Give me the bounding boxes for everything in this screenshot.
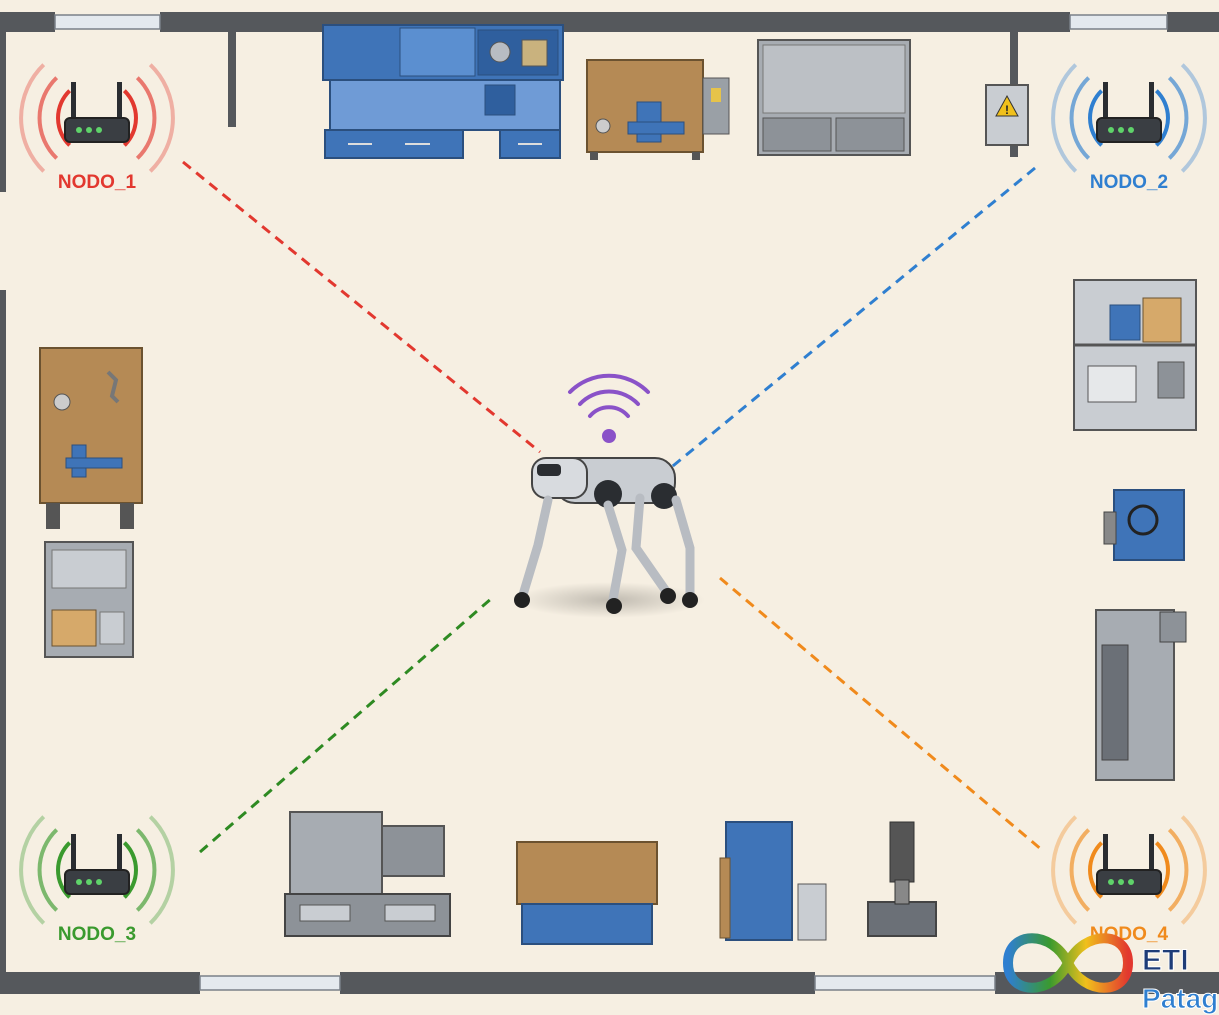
router-icon [1096,834,1162,895]
node-label-2: NODO_2 [1090,172,1168,193]
signal-arc [148,63,175,173]
shelf-right [1073,279,1197,431]
shelf-left [44,541,134,658]
signal-arc [1051,63,1078,173]
signal-arc [19,63,46,173]
blue-machine-right [1103,489,1185,561]
signal-lines [182,160,1043,854]
wifi-icon [568,373,650,443]
signal-arc [19,815,46,925]
signal-arc [1180,815,1207,925]
node-2: NODO_2 [1051,63,1207,193]
node-3: NODO_3 [19,815,175,945]
signal-arc [135,828,157,912]
node-label-1: NODO_1 [58,172,137,193]
steel-cabinet-top [757,39,911,156]
signal-arc [1180,63,1207,173]
signal-line-nodo-3 [199,596,493,854]
eti-patag-logo: ETI Patag [1002,933,1219,1015]
blue-cabinet-bottom [719,821,827,941]
walls [0,12,1219,994]
router-icon [64,82,130,143]
signal-line-nodo-4 [719,576,1043,852]
signal-arc [1051,815,1078,925]
node-label-3: NODO_3 [58,924,136,945]
wood-table-bottom [516,841,658,945]
svg-text:!: ! [1005,103,1009,117]
windows [54,14,1168,991]
signal-arc [37,828,59,912]
router-icon [1096,82,1162,143]
robot-dog[interactable] [514,373,705,618]
signal-arc [148,815,175,925]
node-4: NODO_4 [1051,815,1207,945]
electrical-panel: ! [985,84,1029,146]
logo-line-2: Patag [1142,983,1218,1014]
steel-machine-right [1095,609,1187,781]
signal-arc [1069,76,1091,160]
lathe-bottom [284,811,451,937]
drill-press-bottom [867,821,937,937]
signal-arc [1167,76,1189,160]
wood-bench-left [39,347,143,529]
node-1: NODO_1 [19,63,175,193]
signal-line-nodo-1 [182,160,541,454]
blue-workbench-top [322,24,564,159]
signal-arc [37,76,59,160]
router-icon [64,834,130,895]
signal-arc [135,76,157,160]
signal-arc [1167,828,1189,912]
signal-line-nodo-2 [667,166,1036,472]
logo-line-1: ETI [1142,944,1189,977]
wood-bench-vise-top [586,59,730,160]
signal-arc [1069,828,1091,912]
